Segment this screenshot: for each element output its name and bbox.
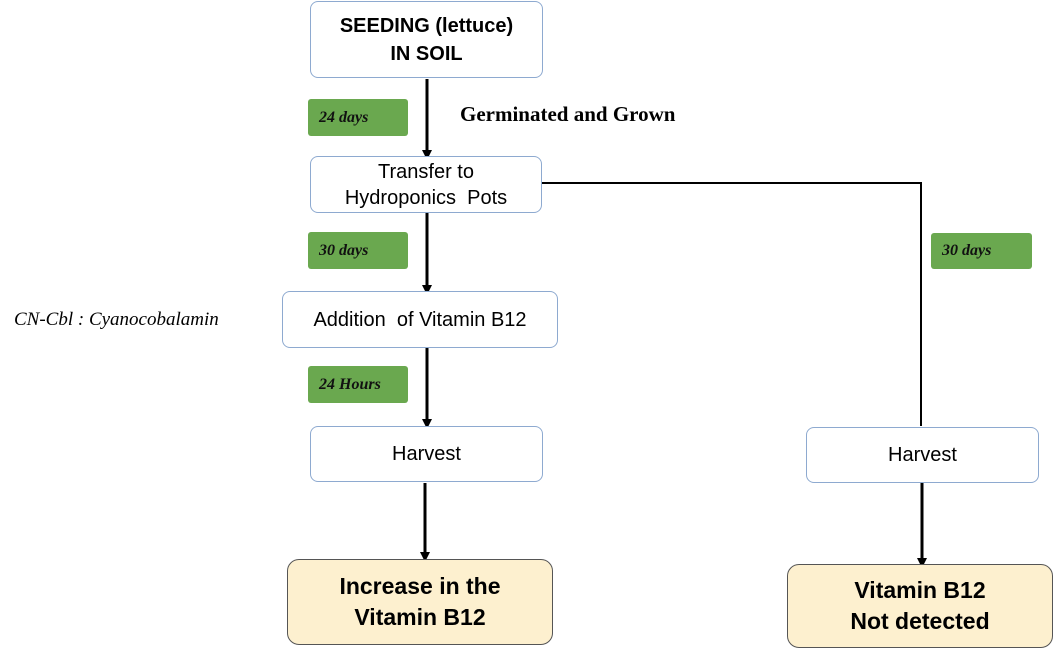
result-right-line-2: Not detected (850, 608, 990, 634)
harvest-box-right: Harvest (806, 427, 1039, 483)
seeding-box: SEEDING (lettuce) IN SOIL (310, 1, 543, 78)
addition-box: Addition of Vitamin B12 (282, 291, 558, 348)
transfer-line-1: Transfer to (378, 160, 474, 183)
harvest-right-label: Harvest (888, 444, 957, 466)
result-right-line-1: Vitamin B12 (854, 577, 986, 603)
transfer-box: Transfer to Hydroponics Pots (310, 156, 542, 213)
addition-label: Addition of Vitamin B12 (313, 308, 527, 331)
cncbl-note: CN-Cbl : Cyanocobalamin (14, 309, 219, 330)
germinated-note: Germinated and Grown (460, 102, 676, 126)
harvest-left-label: Harvest (392, 443, 461, 465)
harvest-box-left: Harvest (310, 426, 543, 482)
result-box-left: Increase in the Vitamin B12 (287, 559, 553, 645)
branch-line-transfer-to-harvest-right (541, 182, 922, 426)
result-box-right: Vitamin B12 Not detected (787, 564, 1053, 648)
duration-tag-growth-left: 30 days (308, 232, 408, 269)
duration-tag-exposure: 24 Hours (308, 366, 408, 403)
result-left-line-2: Vitamin B12 (354, 604, 486, 630)
result-left-line-1: Increase in the (339, 573, 501, 599)
duration-tag-growth-right: 30 days (931, 233, 1032, 269)
transfer-line-2: Hydroponics Pots (344, 186, 508, 209)
seeding-line-2: IN SOIL (390, 42, 463, 65)
duration-tag-germination: 24 days (308, 99, 408, 136)
seeding-line-1: SEEDING (lettuce) (339, 14, 514, 37)
